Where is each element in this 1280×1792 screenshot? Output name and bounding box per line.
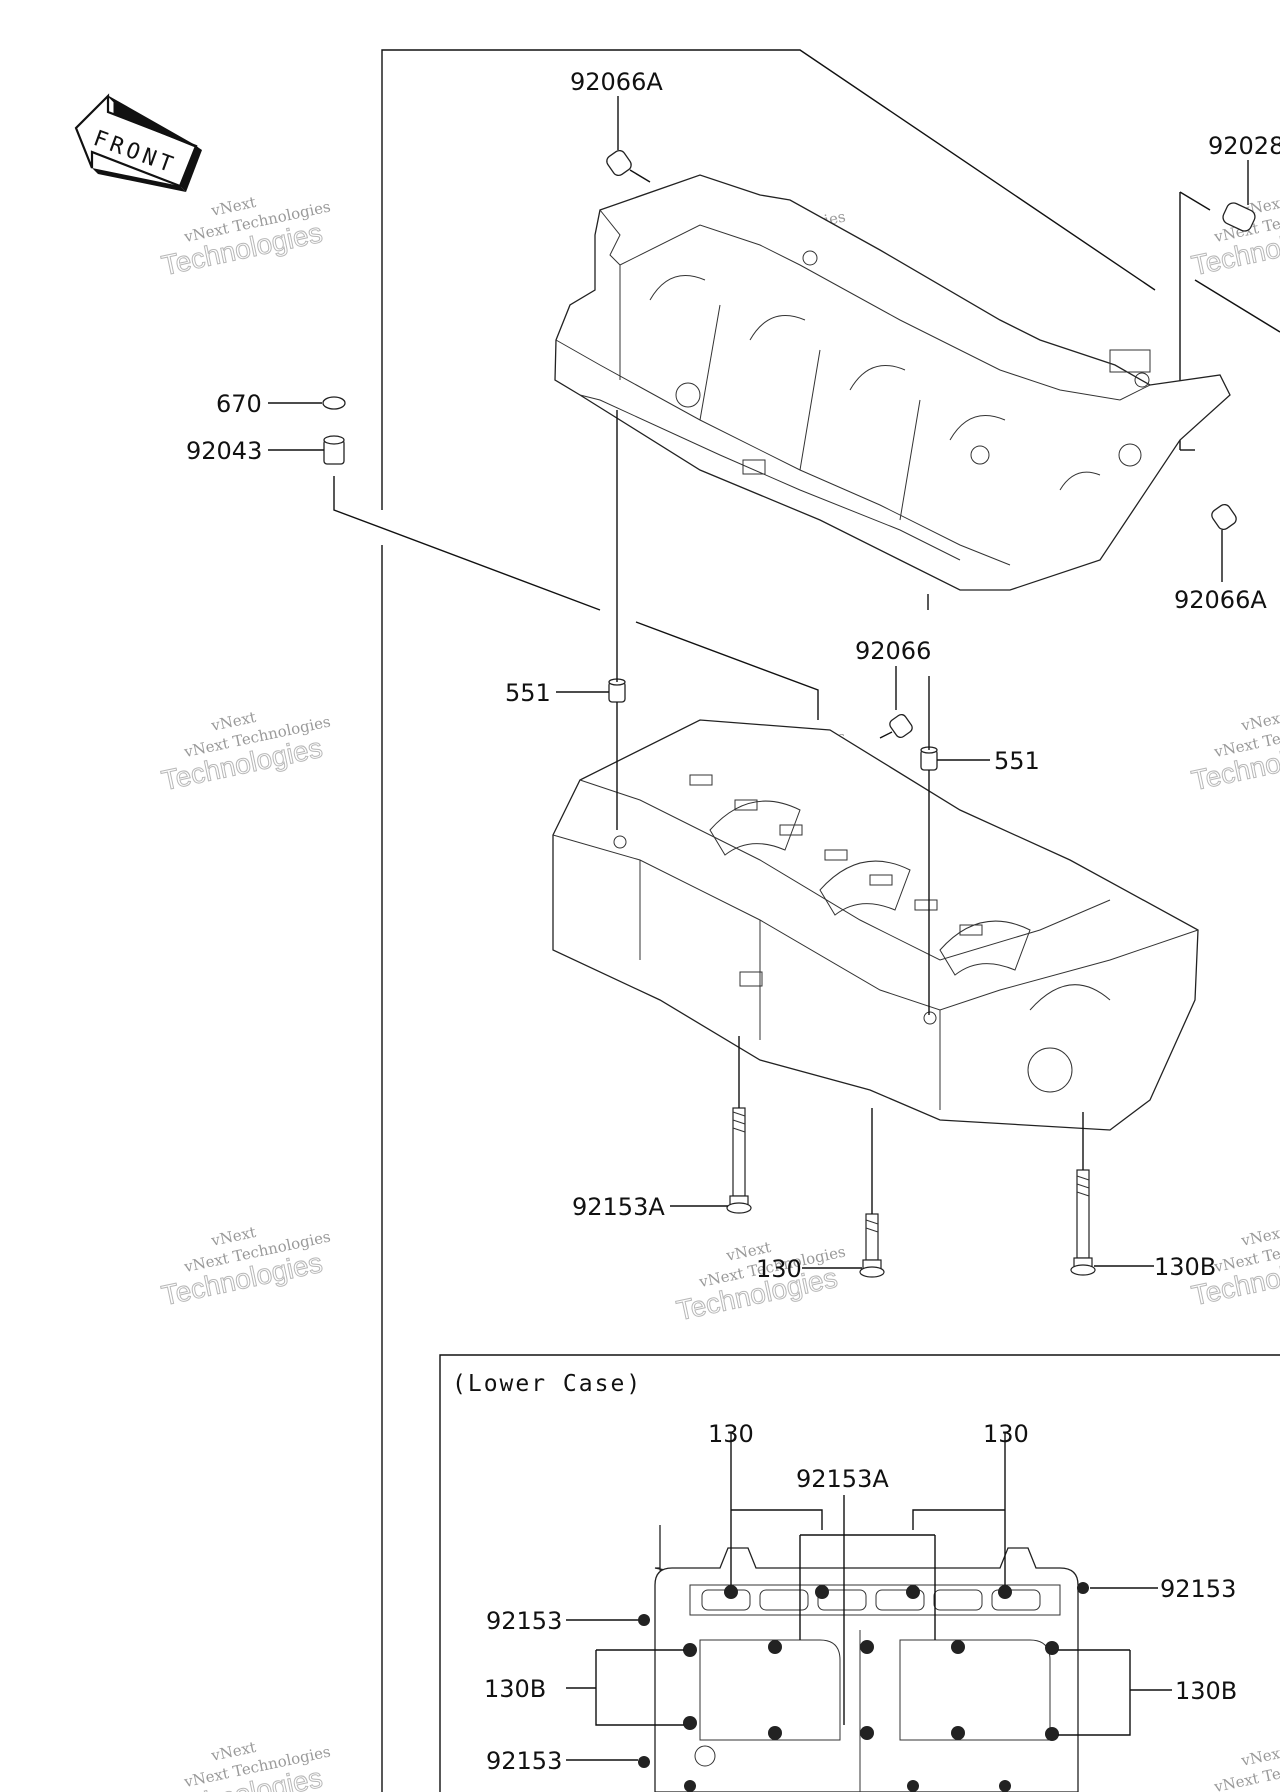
lower-crankcase	[552, 719, 1199, 1131]
plug-92066A-right	[1211, 503, 1237, 531]
callout-92066: 92066	[855, 637, 931, 665]
dowel-551-right	[920, 746, 938, 771]
watermark: vNext vNext Technologies Technologies	[158, 1223, 332, 1312]
callout-92043: 92043	[186, 437, 262, 465]
dowel-92043	[323, 435, 345, 465]
dowel-551-left	[608, 678, 626, 703]
o-ring-670	[322, 396, 346, 410]
callout-551-right: 551	[994, 747, 1040, 775]
dowel-92028	[1222, 202, 1256, 232]
callout-92066A-right: 92066A	[1174, 586, 1267, 614]
leader-lines	[268, 96, 1249, 1269]
bolt-130B	[1070, 1169, 1096, 1276]
callout-551-left: 551	[505, 679, 551, 707]
inset-callout-92153-left-upper: 92153	[486, 1607, 562, 1635]
callout-130: 130	[756, 1255, 802, 1283]
inset-callout-130-right: 130	[983, 1420, 1029, 1448]
watermark: vNext vNext Technologies Technologies	[158, 708, 332, 797]
bolt-130	[859, 1213, 885, 1278]
inset-callout-130B-left: 130B	[484, 1675, 546, 1703]
callout-130B: 130B	[1154, 1253, 1216, 1281]
watermark: vNext vNext Technologies Technologies	[1188, 193, 1280, 282]
inset-callout-92153-left-lower: 92153	[486, 1747, 562, 1775]
watermark: vNext vNext Technologies Technologies	[1188, 708, 1280, 797]
front-arrow-icon: FRONT	[74, 93, 202, 192]
callout-92153A: 92153A	[572, 1193, 665, 1221]
callout-92066A-top: 92066A	[570, 68, 663, 96]
callout-92028: 92028	[1208, 132, 1280, 160]
frame-lines	[333, 49, 1280, 1792]
callout-670: 670	[216, 390, 262, 418]
lower-case-bolt-heads	[638, 1582, 1089, 1792]
inset-callout-92153-right: 92153	[1160, 1575, 1236, 1603]
lower-case-leader-lines	[566, 1432, 1172, 1761]
inset-callout-130B-right: 130B	[1175, 1677, 1237, 1705]
lower-case-inset: (Lower Case)	[439, 1354, 1280, 1792]
inset-callout-92153A: 92153A	[796, 1465, 889, 1493]
lower-case-plan-view	[654, 1525, 1079, 1792]
plug-92066A-top	[606, 149, 651, 183]
bolt-92153A	[726, 1107, 752, 1214]
lower-case-title: (Lower Case)	[452, 1371, 642, 1397]
plug-92066	[879, 713, 913, 739]
watermark: vNext vNext Technologies	[1212, 1743, 1280, 1792]
upper-crankcase	[554, 174, 1231, 591]
watermark: vNext vNext Technologies Technologies	[158, 193, 332, 282]
watermark: vNext vNext Technologies Technologies	[158, 1738, 332, 1792]
inset-callout-130-left: 130	[708, 1420, 754, 1448]
